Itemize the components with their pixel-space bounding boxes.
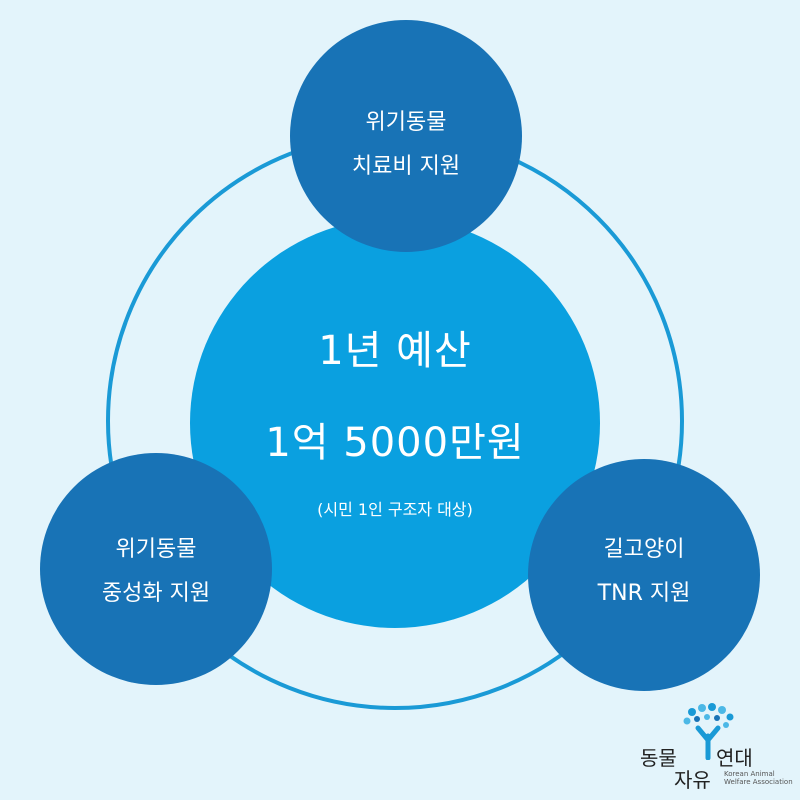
logo-word-3: 연대 bbox=[716, 746, 753, 770]
logo-subtitle-line2: Welfare Association bbox=[724, 778, 793, 786]
logo-subtitle: Korean Animal Welfare Association bbox=[724, 770, 793, 786]
organization-logo: 동물 자유 연대 Korean Animal Welfare Associati… bbox=[640, 700, 793, 792]
node-neutering-support: 위기동물 중성화 지원 bbox=[40, 453, 272, 685]
node-label-line2: 치료비 지원 bbox=[351, 154, 461, 179]
node-label-line1: 길고양이 bbox=[603, 537, 685, 562]
node-label-line2: 중성화 지원 bbox=[101, 581, 211, 606]
node-treatment-support: 위기동물 치료비 지원 bbox=[290, 20, 522, 252]
logo-word-1: 동물 bbox=[640, 746, 677, 770]
tree-with-paws-icon bbox=[683, 703, 734, 760]
node-label-line1: 위기동물 bbox=[365, 110, 447, 135]
budget-title: 1년 예산 bbox=[318, 328, 472, 374]
node-label-line2: TNR 지원 bbox=[597, 581, 691, 606]
node-label-line1: 위기동물 bbox=[115, 537, 197, 562]
logo-word-2: 자유 bbox=[674, 768, 711, 792]
budget-note: (시민 1인 구조자 대상) bbox=[317, 500, 473, 519]
budget-amount: 1억 5000만원 bbox=[265, 420, 525, 466]
node-tnr-support: 길고양이 TNR 지원 bbox=[528, 459, 760, 691]
logo-subtitle-line1: Korean Animal bbox=[724, 770, 775, 778]
